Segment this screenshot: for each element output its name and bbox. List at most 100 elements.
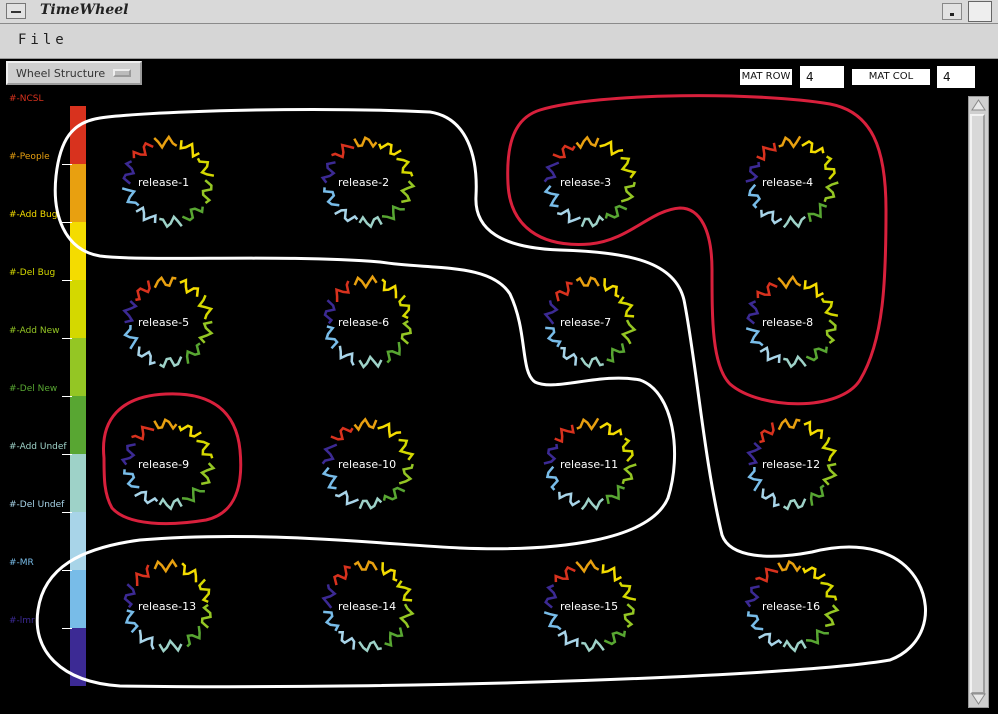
legend-color-band	[70, 280, 86, 338]
attribute-timeline	[381, 278, 398, 299]
attribute-timeline	[782, 214, 806, 229]
maximize-button[interactable]	[968, 1, 992, 22]
attribute-timeline	[560, 346, 578, 366]
attribute-timeline	[137, 346, 156, 366]
attribute-timeline	[823, 181, 839, 203]
attribute-timeline	[120, 443, 136, 466]
attribute-timeline	[153, 134, 178, 150]
release-wheel[interactable]: release-3	[543, 135, 637, 228]
attribute-timeline	[181, 562, 198, 583]
legend-label: #-lmr	[9, 616, 35, 626]
scrollbar-thumb[interactable]	[970, 114, 985, 694]
legend-label: #-Add Bug	[9, 210, 58, 220]
attribute-timeline	[744, 585, 760, 608]
attribute-timeline	[543, 611, 562, 631]
legend-label: #-Add Undef	[9, 442, 67, 452]
attribute-timeline	[321, 466, 338, 490]
release-wheel[interactable]: release-4	[745, 135, 839, 229]
attribute-timeline	[135, 205, 157, 224]
release-label: release-9	[138, 458, 189, 471]
legend-tick	[62, 338, 72, 339]
release-label: release-3	[560, 176, 611, 189]
release-label: release-13	[138, 600, 196, 613]
release-wheel[interactable]: release-8	[745, 274, 839, 369]
attribute-timeline	[778, 135, 802, 149]
legend-tick	[62, 512, 72, 513]
release-wheel[interactable]: release-10	[321, 417, 415, 510]
legend-color-band	[70, 396, 86, 454]
release-wheel[interactable]: release-14	[321, 560, 415, 653]
release-label: release-15	[560, 600, 618, 613]
attribute-timeline	[803, 420, 824, 440]
attribute-timeline	[759, 422, 775, 444]
attribute-timeline	[396, 157, 414, 177]
attribute-timeline	[623, 603, 635, 628]
vertical-scrollbar[interactable]	[968, 96, 989, 708]
scroll-up-arrow-icon[interactable]	[969, 97, 988, 113]
attribute-timeline	[601, 564, 622, 583]
release-wheel[interactable]: release-12	[746, 417, 838, 511]
attribute-timeline	[381, 562, 398, 582]
attribute-timeline	[135, 280, 151, 302]
release-wheel[interactable]: release-13	[123, 558, 212, 654]
release-wheel[interactable]: release-5	[122, 275, 214, 369]
attribute-timeline	[200, 603, 212, 629]
attribute-timeline	[138, 629, 155, 650]
attribute-timeline	[398, 294, 411, 320]
attribute-timeline	[544, 584, 558, 609]
attribute-timeline	[755, 567, 779, 583]
attribute-timeline	[758, 632, 783, 647]
attribute-timeline	[353, 274, 378, 290]
attribute-timeline	[777, 417, 801, 431]
window-menu-button[interactable]	[6, 3, 26, 19]
attribute-timeline	[121, 187, 140, 207]
attribute-timeline	[575, 135, 600, 150]
option-menu-indicator-icon	[113, 69, 131, 77]
matrix-rows-input[interactable]: 4	[800, 66, 844, 88]
release-wheel[interactable]: release-6	[323, 274, 412, 370]
attribute-timeline	[777, 274, 802, 290]
attribute-timeline	[334, 490, 359, 506]
attribute-timeline	[122, 469, 140, 489]
attribute-timeline	[603, 630, 627, 646]
attribute-timeline	[809, 484, 825, 506]
legend-label: #-Del Undef	[9, 500, 65, 510]
attribute-timeline	[330, 426, 354, 441]
attribute-timeline	[575, 558, 600, 574]
attribute-timeline	[358, 496, 383, 510]
release-wheel[interactable]: release-1	[121, 134, 215, 229]
wheel-structure-button[interactable]: Wheel Structure	[6, 61, 142, 85]
attribute-timeline	[153, 558, 178, 574]
matrix-cols-label: MAT COL	[852, 69, 930, 85]
legend-color-band	[70, 454, 86, 512]
attribute-timeline	[186, 625, 201, 648]
attribute-timeline	[759, 345, 781, 363]
minimize-button[interactable]	[942, 3, 962, 20]
attribute-timeline	[123, 583, 136, 609]
scroll-down-arrow-icon[interactable]	[969, 691, 988, 707]
attribute-timeline	[321, 443, 338, 465]
attribute-timeline	[197, 320, 214, 344]
release-wheel[interactable]: release-2	[320, 136, 416, 229]
legend-color-band	[70, 222, 86, 280]
release-label: release-5	[138, 316, 189, 329]
attribute-timeline	[353, 417, 378, 432]
attribute-timeline	[384, 627, 404, 648]
attribute-timeline	[543, 443, 559, 465]
attribute-timeline	[747, 183, 762, 209]
attribute-timeline	[322, 187, 340, 207]
attribute-timeline	[398, 463, 414, 485]
attribute-timeline	[554, 424, 575, 444]
release-wheel[interactable]: release-9	[120, 418, 216, 511]
release-wheel[interactable]: release-16	[744, 559, 840, 653]
menu-file[interactable]: File	[18, 32, 68, 48]
release-wheel[interactable]: release-11	[543, 417, 637, 511]
attribute-timeline	[181, 206, 204, 222]
attribute-timeline	[398, 603, 415, 629]
legend-tick	[62, 164, 72, 165]
attribute-timeline	[805, 346, 828, 362]
release-wheel[interactable]: release-15	[543, 558, 637, 653]
matrix-cols-input[interactable]: 4	[937, 66, 975, 88]
release-wheel[interactable]: release-7	[543, 276, 637, 369]
